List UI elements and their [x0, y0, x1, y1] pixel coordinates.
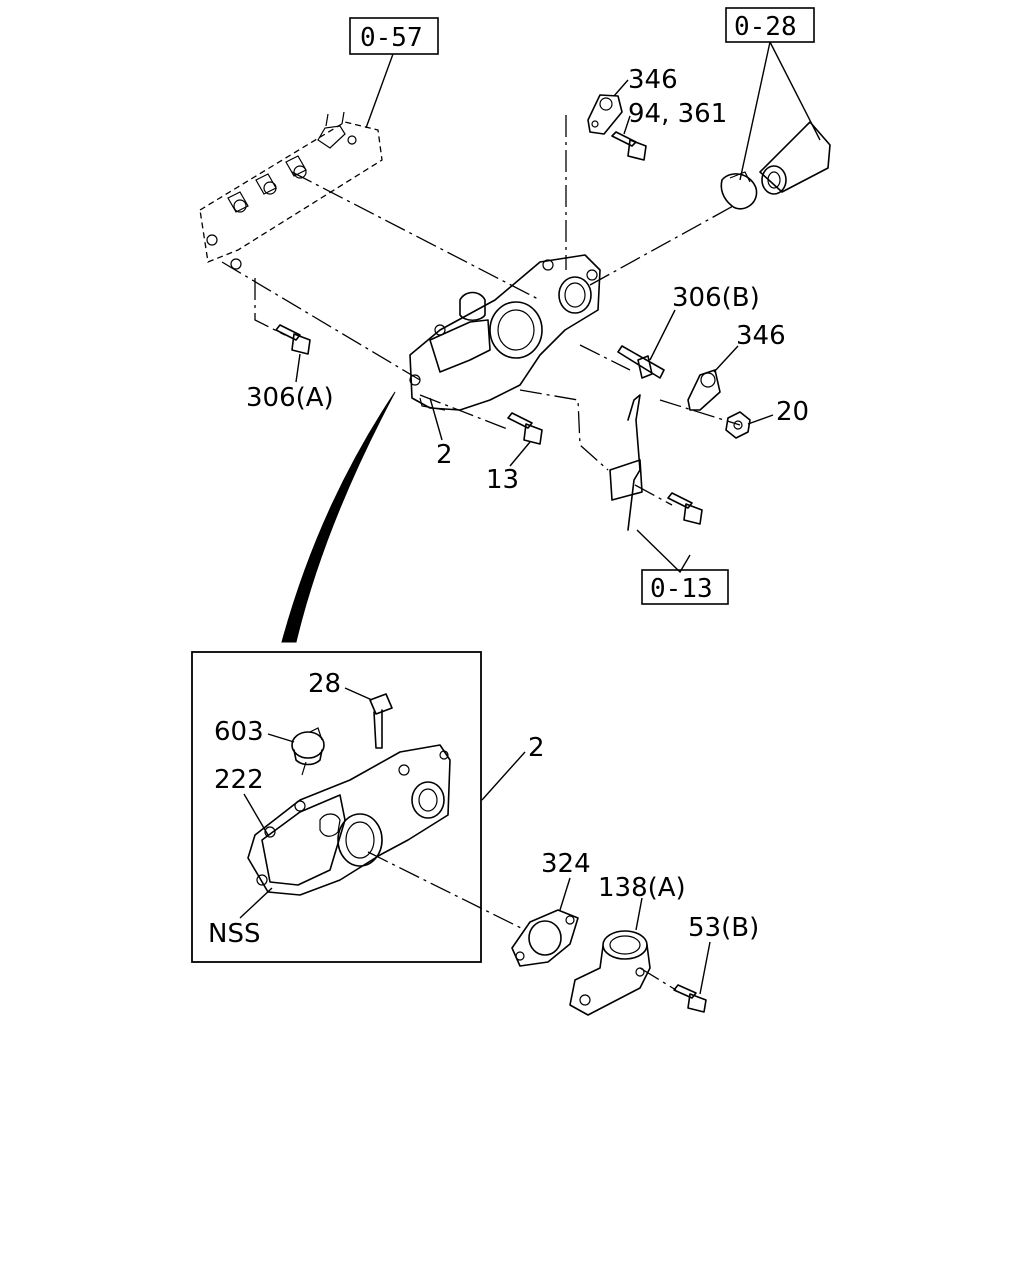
label-nss: NSS: [208, 919, 260, 949]
reference-0-28[interactable]: 0-28: [725, 7, 815, 43]
centerline-8: [419, 394, 511, 431]
leader-2-detail: [481, 751, 526, 801]
leader-0-28: [739, 41, 821, 181]
leader-346-top: [613, 79, 629, 97]
label-222: 222: [214, 765, 264, 795]
clip-346-right: [687, 369, 721, 411]
clip-346-top: [587, 94, 623, 135]
reference-0-13[interactable]: 0-13: [641, 569, 729, 605]
centerline-7: [659, 399, 741, 426]
leader-324: [559, 877, 571, 911]
leader-0-13: [636, 529, 691, 574]
centerline-1: [291, 171, 541, 301]
leader-306b: [649, 309, 676, 361]
label-324: 324: [541, 849, 591, 879]
bolt-13: [507, 412, 543, 445]
bolt-94-361: [611, 131, 647, 161]
centerline-2: [221, 261, 421, 381]
nut-20: [725, 411, 751, 439]
sensor-wire: [609, 394, 703, 531]
centerline-6: [579, 344, 631, 371]
label-346-top: 346: [628, 65, 678, 95]
leader-94-361: [623, 115, 631, 135]
cap-603: [291, 727, 325, 776]
label-94-361: 94, 361: [628, 99, 727, 129]
thermostat-housing-upper: [409, 254, 601, 411]
label-13: 13: [486, 465, 519, 495]
leader-138a: [635, 897, 643, 931]
detail-box: [191, 651, 482, 963]
label-306a: 306(A): [246, 383, 334, 413]
leader-0-57: [365, 53, 394, 129]
svg-text:0-28: 0-28: [734, 12, 797, 42]
label-603: 603: [214, 717, 264, 747]
bolt-53b: [673, 984, 707, 1013]
label-20: 20: [776, 397, 809, 427]
detail-pointer: [281, 391, 396, 643]
leader-603: [267, 733, 295, 743]
leader-306a: [295, 353, 301, 383]
leader-222: [243, 793, 269, 836]
centerline-10: [634, 484, 673, 506]
bolt-306a: [275, 324, 311, 355]
hose-pipe: [720, 121, 831, 210]
centerline-3: [254, 278, 286, 336]
svg-text:0-57: 0-57: [360, 23, 423, 53]
leader-2-upper: [429, 397, 443, 441]
leader-53b: [699, 941, 711, 995]
centerline-outlet: [639, 967, 677, 991]
thermostat-housing-detail: [247, 744, 451, 896]
leader-28: [344, 687, 373, 701]
label-28: 28: [308, 669, 341, 699]
gasket-324: [511, 909, 579, 967]
label-53b: 53(B): [688, 913, 759, 943]
leader-nss: [239, 887, 273, 919]
bolt-28: [369, 693, 393, 749]
reference-0-57[interactable]: 0-57: [349, 17, 439, 55]
stud-306b: [617, 345, 665, 379]
label-306b: 306(B): [672, 283, 760, 313]
centerline-4: [589, 204, 736, 286]
svg-text:0-13: 0-13: [650, 574, 713, 604]
leader-20: [747, 414, 774, 425]
centerline-detail: [367, 851, 526, 931]
label-2-detail: 2: [528, 733, 545, 763]
label-2-upper: 2: [436, 440, 453, 470]
water-outlet-138a: [569, 930, 651, 1016]
leader-13: [509, 441, 531, 467]
leader-346-right: [713, 345, 739, 373]
centerline-9: [519, 389, 609, 471]
label-346-right: 346: [736, 321, 786, 351]
gasket-plate-upper: [199, 111, 383, 270]
